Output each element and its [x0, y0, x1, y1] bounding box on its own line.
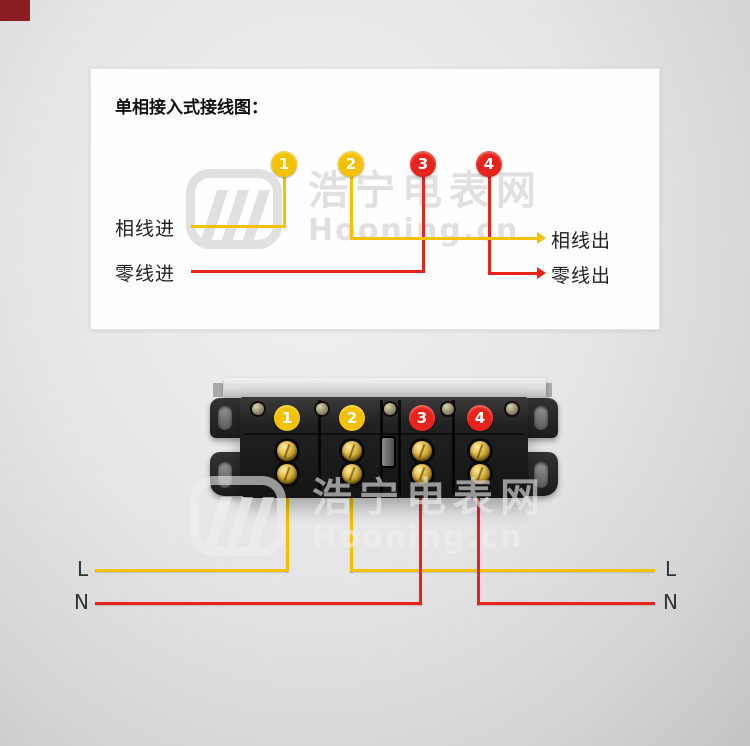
- voltage-link-bar: [382, 438, 394, 466]
- small-screw-icon: [442, 403, 454, 415]
- terminal-badge-4: 4: [476, 151, 502, 177]
- mounting-slot-top-right: [534, 406, 548, 430]
- diagram-panel: 浩宁电表网 Hooning.cn 单相接入式接线图： 1 2 3 4 相线进 零…: [90, 68, 660, 330]
- plate-tab-left: [213, 383, 223, 397]
- terminal-divider: [318, 400, 321, 495]
- corner-accent-block: [0, 0, 30, 21]
- neutral-out-arrow-icon: [537, 267, 546, 279]
- terminal-1-screw-bottom: [277, 464, 297, 484]
- small-screw-icon: [252, 403, 264, 415]
- label-neutral-out: 零线出: [551, 265, 612, 287]
- terminal-2-screw-bottom: [342, 464, 362, 484]
- meter-base-plate: [224, 378, 546, 399]
- label-left-n: N: [74, 590, 89, 614]
- supply-phase-wire-vertical: [286, 497, 289, 572]
- plate-tab-right: [542, 383, 552, 397]
- neutral-out-wire-horizontal: [488, 272, 537, 275]
- terminal-groove: [243, 433, 525, 435]
- label-phase-in: 相线进: [115, 218, 176, 240]
- label-phase-out: 相线出: [551, 230, 612, 252]
- terminal-1-screw-top: [277, 441, 297, 461]
- neutral-in-wire-horizontal: [191, 270, 425, 273]
- terminal-divider: [452, 400, 455, 495]
- meter-terminal-badge-2: 2: [339, 405, 365, 431]
- mounting-slot-bottom-right: [534, 462, 548, 488]
- phase-out-wire-vertical: [350, 176, 353, 240]
- watermark-text-en: Hooning.cn: [312, 520, 524, 555]
- neutral-in-wire-vertical: [422, 176, 425, 273]
- terminal-3-screw-top: [412, 441, 432, 461]
- small-screw-icon: [384, 403, 396, 415]
- terminal-badge-3: 3: [410, 151, 436, 177]
- neutral-out-wire-vertical: [488, 176, 491, 275]
- terminal-4-screw-top: [470, 441, 490, 461]
- hooning-logo-icon: [186, 169, 282, 249]
- watermark-text-en: Hooning.cn: [308, 213, 520, 248]
- mounting-slot-top-left: [218, 406, 232, 430]
- terminal-badge-1: 1: [271, 151, 297, 177]
- terminal-badge-2: 2: [338, 151, 364, 177]
- terminal-divider: [398, 400, 401, 495]
- label-neutral-in: 零线进: [115, 263, 176, 285]
- panel-title: 单相接入式接线图：: [115, 98, 268, 118]
- phase-in-wire-horizontal: [191, 225, 286, 228]
- phase-in-wire-vertical: [283, 176, 286, 228]
- supply-phase-wire-horizontal: [95, 569, 288, 572]
- meter-terminal-badge-3: 3: [409, 405, 435, 431]
- terminal-2-screw-top: [342, 441, 362, 461]
- small-screw-icon: [316, 403, 328, 415]
- supply-neutral-wire-vertical: [419, 497, 422, 605]
- label-left-l: L: [77, 557, 89, 581]
- phase-out-arrow-icon: [537, 232, 546, 244]
- terminal-4-screw-bottom: [470, 464, 490, 484]
- meter-terminal-badge-1: 1: [274, 405, 300, 431]
- label-right-n: N: [663, 590, 678, 614]
- meter-terminal-badge-4: 4: [467, 405, 493, 431]
- terminal-3-screw-bottom: [412, 464, 432, 484]
- load-phase-wire-vertical: [350, 497, 353, 572]
- phase-out-wire-horizontal: [350, 237, 537, 240]
- terminal-divider: [380, 400, 383, 495]
- label-right-l: L: [665, 557, 677, 581]
- load-neutral-wire-horizontal: [477, 602, 655, 605]
- small-screw-icon: [506, 403, 518, 415]
- mounting-slot-bottom-left: [218, 462, 232, 488]
- load-phase-wire-horizontal: [350, 569, 655, 572]
- supply-neutral-wire-horizontal: [95, 602, 422, 605]
- load-neutral-wire-vertical: [477, 497, 480, 605]
